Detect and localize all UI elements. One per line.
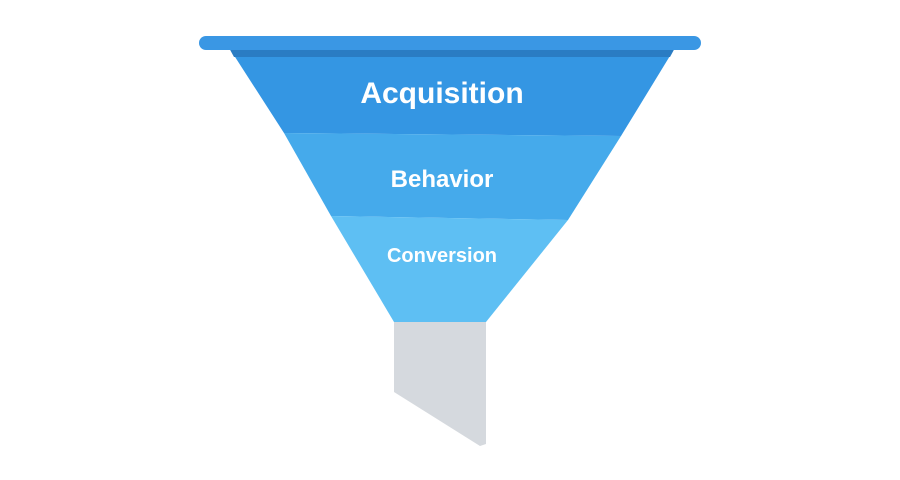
- funnel-spout: [394, 322, 486, 446]
- stage-label-acquisition: Acquisition: [360, 77, 523, 110]
- funnel-stage-conversion: [331, 216, 568, 322]
- stage-label-conversion: Conversion: [387, 245, 497, 267]
- stage-label-behavior: Behavior: [391, 166, 494, 193]
- funnel-stage-acquisition: [228, 46, 676, 136]
- funnel-stage-behavior: [284, 133, 621, 220]
- funnel-rim: [199, 36, 701, 50]
